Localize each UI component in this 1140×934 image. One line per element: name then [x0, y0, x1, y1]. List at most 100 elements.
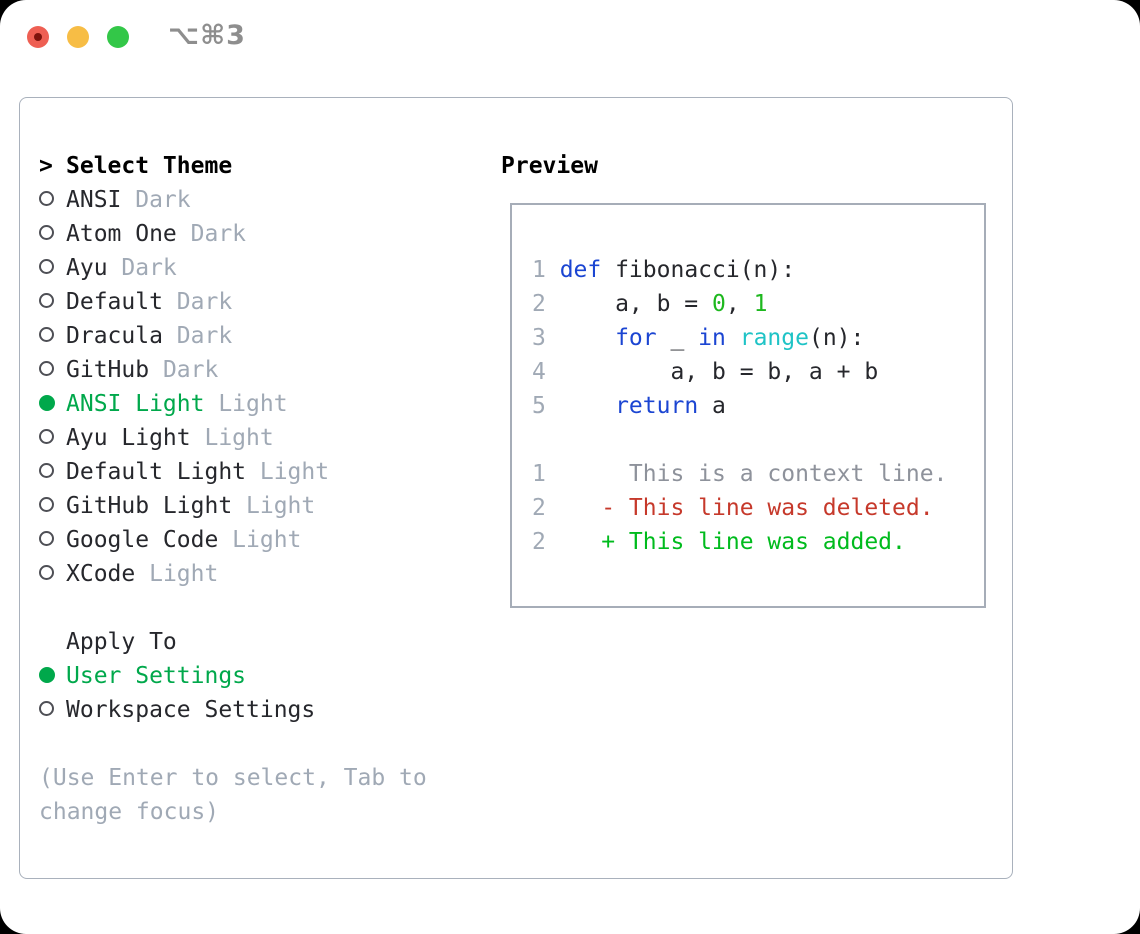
- code-preview: 1 def fibonacci(n): 2 a, b = 0, 1 3 for _ i…: [512, 205, 984, 559]
- code-line: 5 return a: [532, 389, 984, 423]
- code-segment: + This line was added.: [559, 529, 906, 555]
- code-segment: a: [698, 393, 726, 419]
- radio-cell: [39, 183, 66, 217]
- code-segment: fibonacci(n):: [601, 257, 796, 283]
- code-line: 1 This is a context line.: [532, 457, 984, 491]
- option-label: Workspace Settings: [66, 697, 316, 723]
- code-line: 3 for _ in range(n):: [532, 321, 984, 355]
- radio-cell: [39, 455, 66, 489]
- code-segment: return: [615, 393, 699, 419]
- line-number: 1: [532, 257, 546, 283]
- option-label: ANSI Light: [66, 391, 205, 417]
- option-label: User Settings: [66, 663, 247, 689]
- radio-cell: [39, 285, 66, 319]
- code-segment: [560, 393, 615, 419]
- radio-cell: [39, 319, 66, 353]
- code-segment: [560, 325, 615, 351]
- radio-cell: [39, 693, 66, 727]
- option-label: ANSI: [66, 187, 122, 213]
- zoom-button[interactable]: [107, 26, 129, 48]
- option-variant-label: Light: [259, 459, 330, 485]
- code-segment: range: [739, 325, 809, 351]
- option-label: GitHub: [66, 357, 150, 383]
- radio-cell: [39, 421, 66, 455]
- apply-to-title: Apply To: [66, 629, 177, 655]
- code-segment: a, b =: [559, 291, 713, 317]
- code-segment: _: [656, 325, 699, 351]
- option-variant-label: Light: [204, 425, 274, 451]
- code-line: 2 - This line was deleted.: [532, 491, 984, 525]
- radio-icon: [39, 327, 54, 342]
- radio-icon: [39, 701, 54, 716]
- theme-option[interactable]: GitHub Dark: [39, 353, 467, 387]
- option-variant-label: Dark: [162, 357, 219, 383]
- option-label: XCode: [66, 561, 136, 587]
- radio-icon: [39, 293, 54, 308]
- close-button[interactable]: [27, 26, 49, 48]
- theme-option[interactable]: Ayu Light Light: [39, 421, 467, 455]
- close-dot-icon: [34, 33, 42, 41]
- radio-cell: [39, 523, 66, 557]
- line-number: 2: [532, 291, 546, 317]
- window-shortcut-label: ⌥⌘3: [168, 20, 246, 51]
- radio-icon: [39, 259, 54, 274]
- option-variant-label: Light: [246, 493, 316, 519]
- option-variant-label: Light: [232, 527, 302, 553]
- radio-icon: [39, 361, 54, 376]
- apply-to-option[interactable]: User Settings: [39, 659, 467, 693]
- cursor-icon: >: [39, 153, 53, 179]
- minimize-button[interactable]: [67, 26, 89, 48]
- option-label: Ayu Light: [66, 425, 191, 451]
- apply-to-header: Apply To: [39, 625, 467, 659]
- option-variant-label: Dark: [135, 187, 191, 213]
- radio-selected-icon: [39, 394, 55, 411]
- code-segment: a, b = b, a + b: [559, 359, 879, 385]
- radio-cell: [39, 489, 66, 523]
- hint-text: (Use Enter to select, Tab to change focu…: [39, 765, 427, 825]
- code-line: [532, 423, 984, 457]
- radio-icon: [39, 565, 54, 580]
- option-label: GitHub Light: [66, 493, 233, 519]
- option-label: Ayu: [66, 255, 108, 281]
- code-segment: def: [559, 257, 602, 283]
- code-line: 2 + This line was added.: [532, 525, 984, 559]
- apply-to-option[interactable]: Workspace Settings: [39, 693, 467, 727]
- line-number: 1: [532, 461, 546, 487]
- code-segment: [726, 325, 740, 351]
- code-segment: 0: [712, 291, 726, 317]
- theme-option[interactable]: ANSI Dark: [39, 183, 467, 217]
- radio-icon: [39, 463, 54, 478]
- theme-option[interactable]: XCode Light: [39, 557, 467, 591]
- option-label: Atom One: [66, 221, 177, 247]
- radio-cell: [39, 251, 66, 285]
- code-segment: - This line was deleted.: [559, 495, 934, 521]
- line-number: 5: [532, 393, 546, 419]
- radio-icon: [39, 191, 54, 206]
- radio-cell: [39, 557, 66, 591]
- radio-icon: [39, 497, 54, 512]
- radio-cell: [39, 217, 66, 251]
- radio-cell: [39, 353, 66, 387]
- preview-title: Preview: [501, 153, 598, 179]
- option-variant-label: Light: [149, 561, 219, 587]
- code-segment: in: [698, 325, 726, 351]
- theme-option[interactable]: GitHub Light Light: [39, 489, 467, 523]
- code-line: 4 a, b = b, a + b: [532, 355, 984, 389]
- code-segment: ,: [725, 291, 754, 317]
- radio-icon: [39, 531, 54, 546]
- code-segment: for: [615, 325, 657, 351]
- line-number: 2: [532, 529, 546, 555]
- code-segment: (n):: [808, 325, 865, 351]
